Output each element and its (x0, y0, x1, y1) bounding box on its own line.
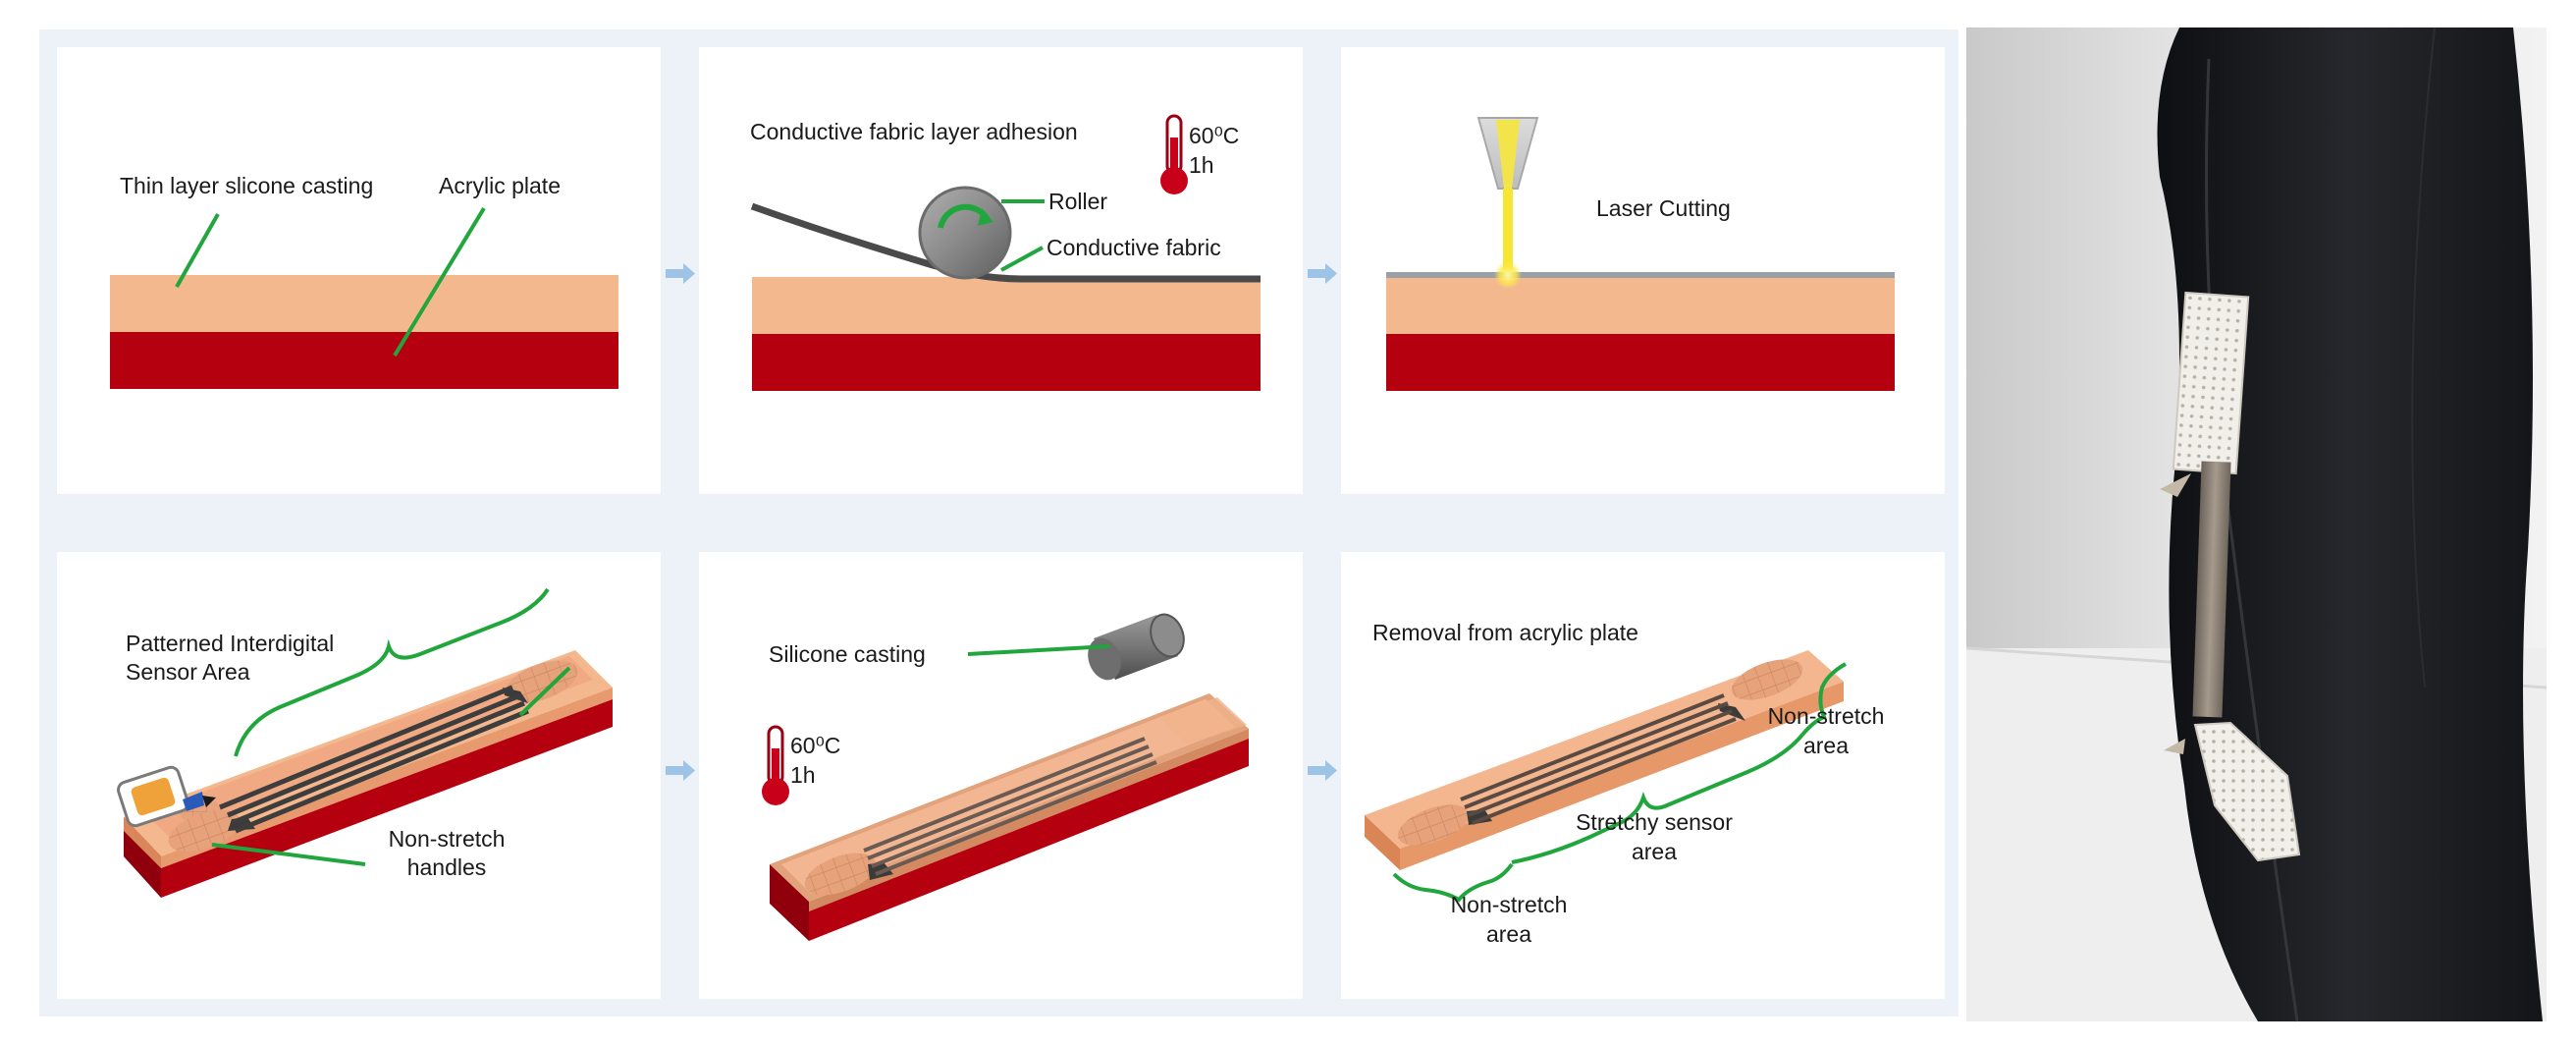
arrow-right-icon (666, 760, 695, 781)
conductive-fabric-label: Conductive fabric (1046, 235, 1221, 260)
glue-bottle-icon (117, 765, 216, 828)
laser-cutting-label: Laser Cutting (1596, 195, 1731, 221)
sensor-patch-top (2172, 291, 2250, 475)
silicone-callout-line (175, 213, 220, 288)
thermometer-icon (762, 725, 789, 805)
acrylic-callout-line (393, 206, 486, 358)
casting-callout-line (967, 644, 1110, 656)
panel-laser-cutting (1341, 47, 1945, 494)
laser-icon (1476, 117, 1539, 289)
silicone-casting-label: Thin layer slicone casting (120, 173, 374, 198)
temperature-label: 60⁰C (1189, 123, 1240, 148)
right-area-brace (1800, 662, 1847, 737)
silicone-layer (1386, 277, 1895, 334)
right-area-label: area (1802, 733, 1850, 758)
center-area-label: area (1631, 839, 1678, 864)
right-area-label: Non-stretch (1767, 703, 1885, 729)
adhesion-title: Conductive fabric layer adhesion (750, 119, 1078, 144)
removal-title: Removal from acrylic plate (1372, 620, 1638, 645)
handles-callout-line (518, 666, 571, 717)
sensor-area-label: Sensor Area (126, 659, 250, 685)
conductive-fabric-strip (1386, 272, 1895, 278)
silicone-layer (110, 275, 618, 332)
arrow-right-icon (1308, 263, 1337, 284)
acrylic-plate (752, 334, 1261, 391)
sensor-ribbon (2192, 461, 2231, 718)
silicone-layer (752, 277, 1261, 334)
left-area-brace (1392, 862, 1514, 903)
roller-icon (918, 186, 1012, 280)
thermometer-icon (1160, 114, 1188, 194)
acrylic-plate (110, 332, 618, 389)
panel-fabric-adhesion (699, 47, 1303, 494)
temperature-label: 60⁰C (790, 733, 841, 758)
sensor-patch-bottom (2193, 721, 2301, 862)
panel-silicone-casting (57, 47, 661, 494)
handles-label: handles (406, 854, 487, 880)
arrow-right-icon (1308, 760, 1337, 781)
left-area-label: Non-stretch (1450, 892, 1568, 917)
left-area-label: area (1485, 921, 1532, 947)
center-area-label: Stretchy sensor (1576, 809, 1733, 835)
sensor-area-label: Patterned Interdigital (126, 631, 335, 656)
fabric-callout-line (1000, 246, 1044, 272)
roller-icon (1088, 613, 1185, 681)
handles-callout-line (211, 843, 366, 866)
acrylic-plate (1386, 334, 1895, 391)
sensor-board-3d (124, 650, 613, 898)
roller-label: Roller (1048, 189, 1108, 214)
acrylic-plate-label: Acrylic plate (439, 173, 561, 198)
handles-label: Non-stretch (388, 826, 506, 852)
cast-board-3d (770, 693, 1249, 941)
time-label: 1h (790, 762, 816, 788)
sensor-area-brace (234, 587, 550, 757)
time-label: 1h (1189, 152, 1214, 178)
sensor-strip-3d (1365, 650, 1844, 870)
arrow-right-icon (666, 263, 695, 284)
center-area-brace (1511, 733, 1804, 864)
silicone-casting-label: Silicone casting (769, 641, 926, 667)
conductive-fabric-strip (750, 202, 1261, 283)
photo-wearable-sensor-on-legging (1965, 27, 2548, 1022)
